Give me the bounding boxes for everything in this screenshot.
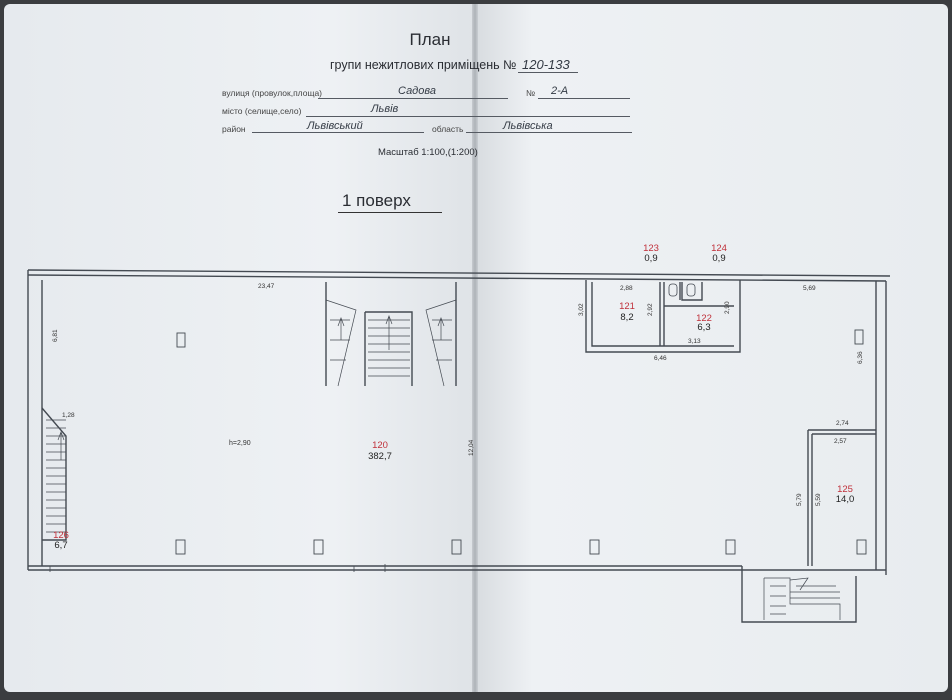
dim-23-47: 23,47 (258, 283, 275, 290)
dim-3-02: 3,02 (578, 303, 585, 316)
district-label: район (222, 124, 246, 134)
dim-12-04: 12,04 (468, 439, 475, 456)
dim-2-88: 2,88 (620, 285, 633, 292)
dim-2-74: 2,74 (836, 420, 849, 427)
dim-2-90: 2,90 (724, 301, 731, 314)
number-label: № (526, 88, 536, 98)
dim-6-46: 6,46 (654, 355, 667, 362)
room-122-area: 6,3 (697, 322, 711, 333)
scale-label: Масштаб 1:100,(1:200) (378, 147, 478, 158)
dim-2-92: 2,92 (647, 303, 654, 316)
street-label: вулиця (провулок,площа) (222, 88, 323, 98)
room-120-area: 382,7 (368, 451, 392, 462)
city-label: місто (селище,село) (222, 106, 302, 116)
room-121-area: 8,2 (620, 312, 634, 323)
room-123-area: 0,9 (644, 253, 658, 264)
room-123-number: 123 (643, 243, 659, 254)
region-label: область (432, 124, 464, 134)
district-value: Львівський (307, 120, 363, 132)
plan-subtitle: групи нежитлових приміщень № (330, 58, 517, 72)
room-124-number: 124 (711, 243, 727, 254)
dim-6-36: 6,36 (857, 351, 864, 364)
room-125-number: 125 (837, 484, 853, 495)
room-124-area: 0,9 (712, 253, 726, 264)
dim-3-13: 3,13 (688, 338, 701, 345)
room-120-number: 120 (372, 440, 388, 451)
room-121-number: 121 (619, 301, 635, 312)
room-126-number: 126 (53, 530, 69, 541)
dim-6-81: 6,81 (52, 329, 59, 342)
outer-wall-bottom (28, 565, 886, 623)
book-fold (472, 4, 478, 692)
dim-2-57: 2,57 (834, 438, 847, 445)
dim-5-69: 5,69 (803, 285, 816, 292)
floor-title: 1 поверх (342, 191, 411, 210)
dim-5-79: 5,79 (796, 493, 803, 506)
right-page (476, 4, 948, 692)
room-125-area: 14,0 (835, 494, 855, 505)
room-126-area: 6,7 (54, 540, 68, 551)
premises-numbers: 120-133 (522, 57, 570, 72)
room-122-number: 122 (696, 313, 712, 324)
city-value: Львів (371, 103, 399, 115)
street-value: Садова (398, 85, 437, 97)
dim-1-28: 1,28 (62, 412, 75, 419)
plan-title: План (409, 30, 451, 49)
number-value: 2-А (551, 85, 569, 97)
region-value: Львівська (503, 120, 553, 132)
dim-5-59: 5,59 (815, 493, 822, 506)
outer-wall-top (27, 269, 891, 282)
ceiling-height: h=2,90 (229, 440, 251, 447)
left-page (4, 4, 474, 692)
